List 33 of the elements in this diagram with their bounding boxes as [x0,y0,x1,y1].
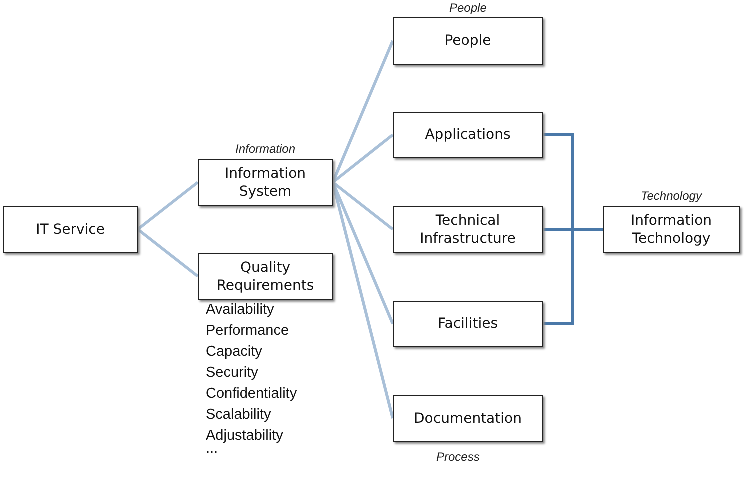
connector-line [137,228,199,278]
node-label: Technical Infrastructure [419,212,517,248]
process-box [198,253,333,300]
node-label: Quality Requirements [216,258,316,294]
process-box [3,206,138,253]
node-label: IT Service [36,220,105,238]
process-box [603,206,740,253]
quality-attribute-text: Security [206,364,258,383]
quality-attribute-text: Performance [206,322,290,341]
category-caption: Technology [641,189,702,203]
process-box [393,206,543,253]
quality-attribute-text: Availability [206,301,274,320]
connector-line [543,228,603,326]
node-label: Facilities [438,315,498,333]
category-caption: Information [236,142,296,156]
process-box [393,301,543,347]
process-box [393,395,543,442]
quality-attribute-text: Scalability [206,406,272,425]
node-label: Applications [425,126,511,144]
category-caption: People [450,1,487,15]
connector-line [332,134,394,184]
connector-line [332,181,394,231]
quality-attribute-text: Capacity [206,343,262,362]
node-label: Documentation [414,410,522,428]
process-box [198,159,333,206]
category-caption: Process [436,450,480,464]
connector-line [137,181,199,231]
quality-attribute-text: Confidentiality [206,385,298,404]
node-label: Information System [224,164,308,200]
process-box [393,112,543,158]
node-label: Information Technology [630,212,714,248]
process-box [393,17,543,65]
node-label: People [444,32,492,50]
